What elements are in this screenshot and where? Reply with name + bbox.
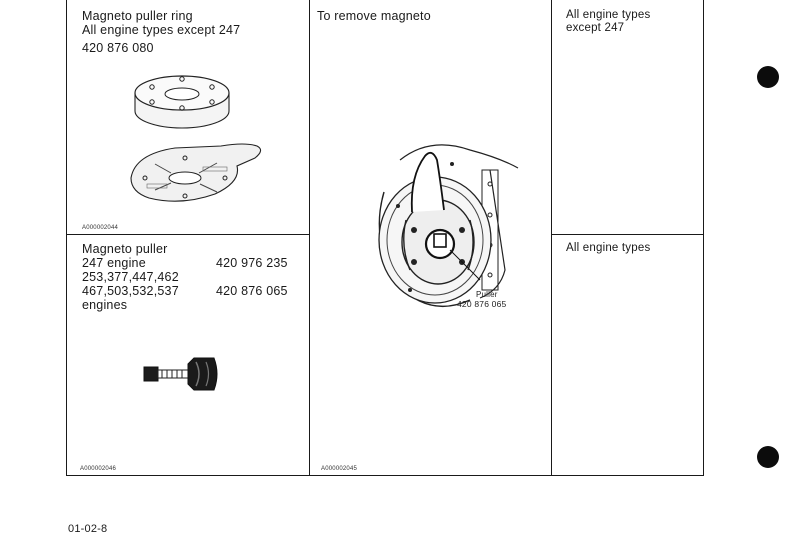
remove-magneto-title: To remove magneto <box>317 9 431 23</box>
table-divider-2 <box>551 0 552 476</box>
table-right-border <box>703 0 704 476</box>
puller-ring-illustration <box>134 75 230 129</box>
table-bottom-border <box>66 475 704 476</box>
page-number: 01-02-8 <box>68 523 108 535</box>
puller-row-part: 420 976 235 <box>216 256 288 270</box>
puller-callout-part-number: 420 876 065 <box>457 299 507 309</box>
binder-hole-bottom <box>757 446 779 468</box>
puller-row-part: 420 876 065 <box>216 284 288 298</box>
table-left-border <box>66 0 67 476</box>
puller-ring-title: Magneto puller ring <box>82 9 193 23</box>
puller-row-engine: engines <box>82 298 128 312</box>
figure-id-a000002046: A000002046 <box>80 466 117 472</box>
applicability-top-line1: All engine types <box>566 9 651 21</box>
puller-row-engine: 253,377,447,462 <box>82 270 179 284</box>
puller-callout-label: Puller <box>476 290 498 299</box>
puller-row-engine: 247 engine <box>82 256 146 270</box>
binder-hole-top <box>757 66 779 88</box>
magneto-removal-illustration <box>378 144 519 307</box>
puller-ring-subtitle: All engine types except 247 <box>82 23 241 37</box>
magneto-puller-illustration <box>143 357 218 391</box>
puller-ring-part-number: 420 876 080 <box>82 41 154 55</box>
puller-title: Magneto puller <box>82 242 168 256</box>
figure-id-a000002045: A000002045 <box>321 466 358 472</box>
left-cell-separator <box>66 234 310 235</box>
applicability-bottom: All engine types <box>566 242 651 254</box>
figure-id-a000002044: A000002044 <box>82 225 119 231</box>
puller-row-engine: 467,503,532,537 <box>82 284 179 298</box>
table-divider-1 <box>309 0 310 476</box>
right-cell-separator <box>551 234 704 235</box>
applicability-top-line2: except 247 <box>566 22 625 34</box>
puller-plate-illustration <box>130 143 262 202</box>
